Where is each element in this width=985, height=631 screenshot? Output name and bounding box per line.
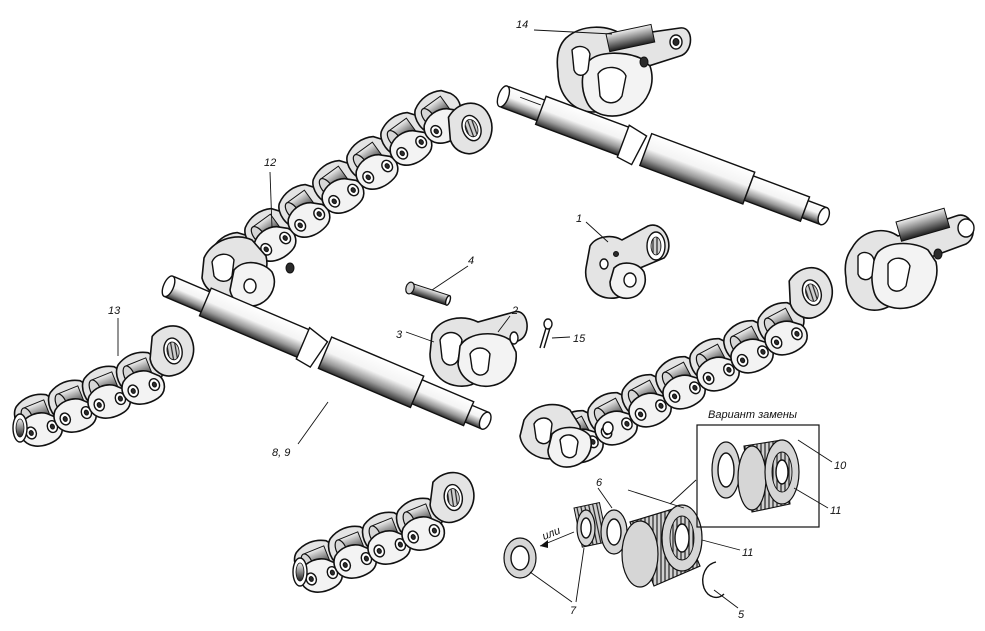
pin-4 — [405, 281, 452, 306]
cotter-pin-15 — [539, 318, 553, 349]
variant-caption: Вариант замены — [708, 409, 797, 421]
label-7: 7 — [570, 605, 577, 617]
label-5: 5 — [738, 609, 745, 621]
label-11-variant: 11 — [830, 505, 841, 517]
connecting-link-14 — [556, 23, 692, 117]
variant-box — [696, 424, 820, 528]
label-12: 12 — [264, 157, 276, 169]
chain-13 — [7, 321, 199, 454]
snap-ring-5 — [702, 561, 725, 599]
label-1: 1 — [576, 213, 582, 225]
chain-12 — [201, 81, 501, 307]
label-15: 15 — [573, 333, 586, 345]
bush-7b — [573, 502, 609, 548]
label-3: 3 — [396, 329, 403, 341]
label-13: 13 — [108, 305, 121, 317]
part-labels: 14 12 13 4 1 2 3 15 8, 9 10 11 6 11 5 7 … — [108, 19, 847, 621]
variant-bearing-11 — [737, 439, 800, 513]
leader-lines — [117, 29, 833, 609]
link-plates-2-3 — [429, 311, 528, 388]
chain-right — [519, 261, 841, 471]
or-arrow — [539, 531, 575, 548]
label-14: 14 — [516, 19, 528, 31]
variant-ring-10 — [711, 441, 741, 499]
shaft-left-8-9 — [161, 275, 492, 430]
bush-7a — [503, 537, 537, 579]
label-10: 10 — [834, 460, 847, 472]
shaft-right — [496, 85, 831, 226]
or-label: или — [541, 525, 563, 543]
label-8-9: 8, 9 — [272, 447, 290, 459]
label-11: 11 — [742, 547, 753, 559]
link-plate-1 — [584, 224, 670, 300]
label-2: 2 — [511, 305, 518, 317]
bearing-group — [503, 502, 725, 599]
chain-bottom — [287, 469, 479, 600]
ring-6 — [600, 509, 628, 555]
label-6: 6 — [596, 477, 603, 489]
roller-bearing-11 — [621, 504, 703, 588]
label-4: 4 — [468, 255, 474, 267]
connecting-link-right — [844, 207, 975, 311]
